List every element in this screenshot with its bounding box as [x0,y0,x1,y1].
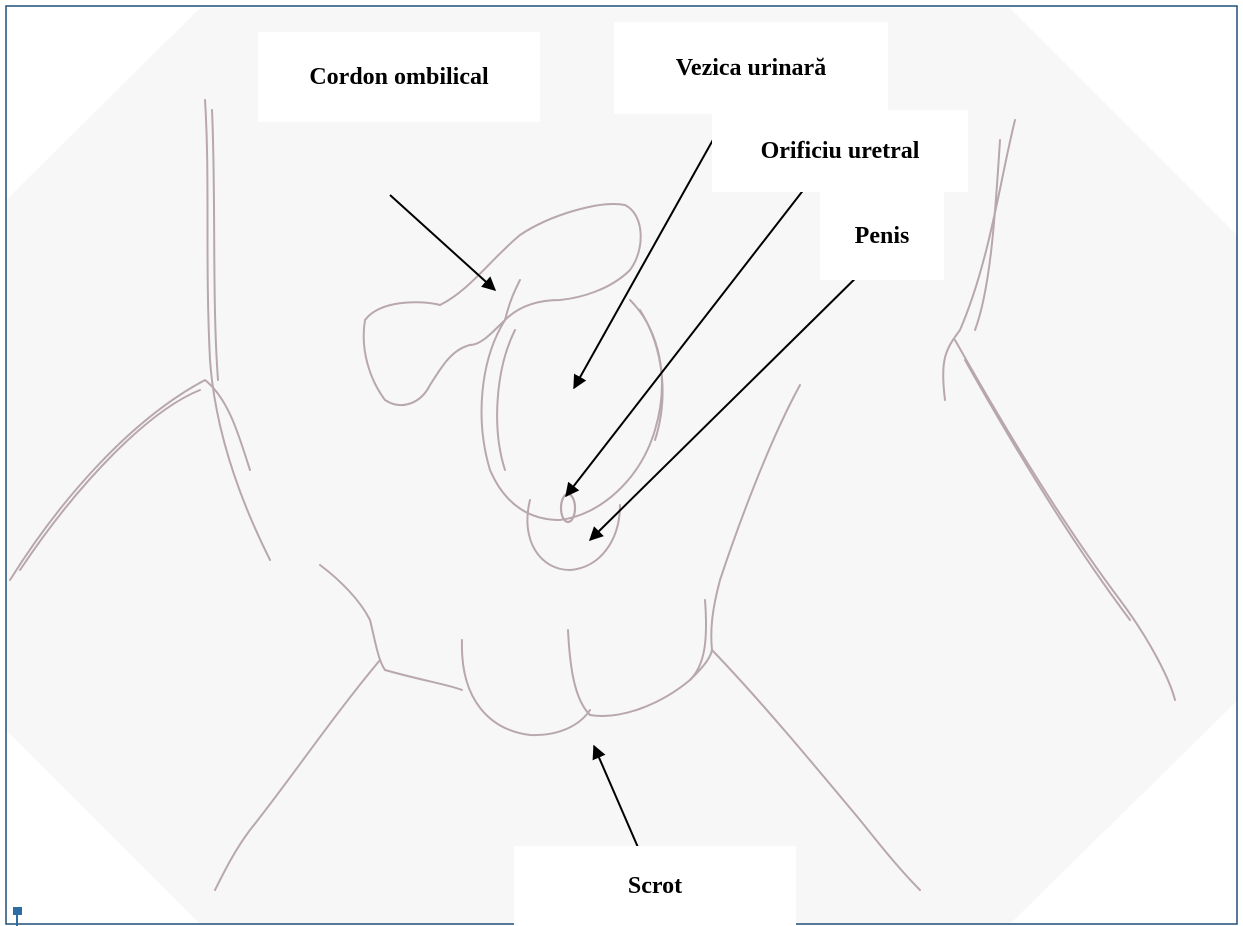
label-scrot: Scrot [514,846,796,926]
label-vezica-urinara: Vezica urinară [614,22,888,114]
label-orificiu-uretral: Orificiu uretral [712,110,968,192]
anchor-marker-icon [13,907,22,926]
label-cordon-ombilical: Cordon ombilical [258,32,540,122]
sketch-background [6,8,1238,924]
label-penis: Penis [820,192,944,280]
